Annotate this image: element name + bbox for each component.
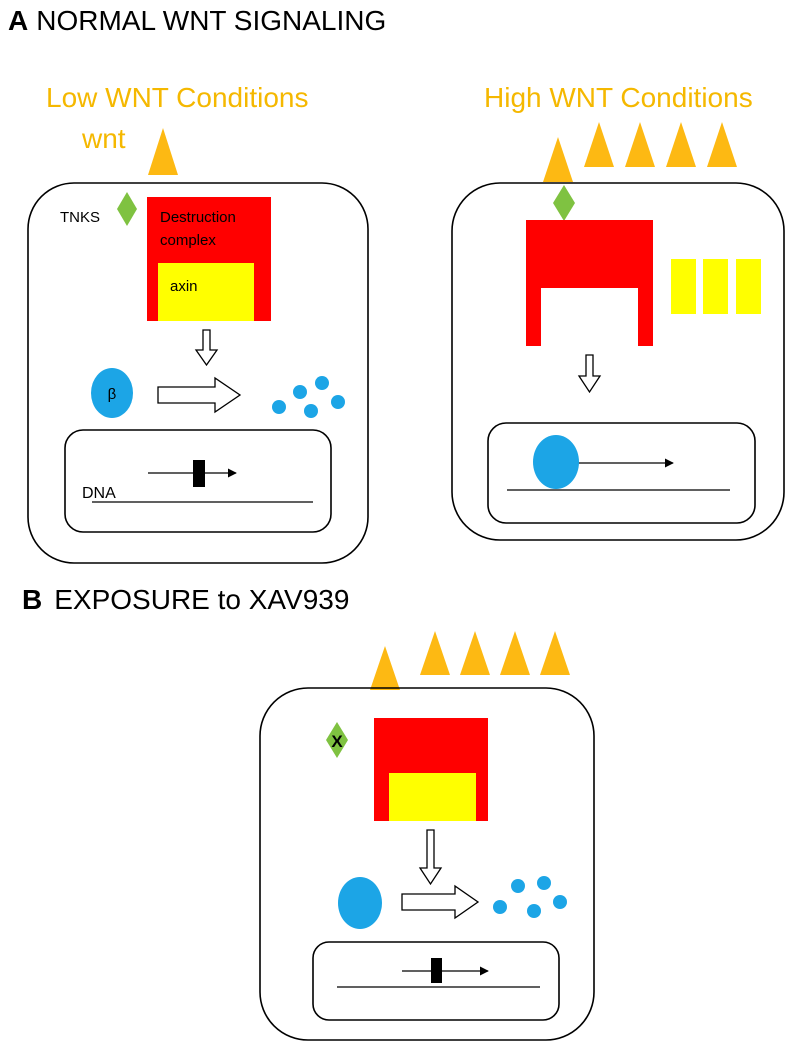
wnt-label: wnt: [81, 123, 126, 154]
high-wnt-nucleus: [487, 422, 756, 524]
dna-label: DNA: [82, 485, 116, 502]
high-wnt-cell: [451, 182, 785, 541]
low-wnt-cell: [27, 182, 369, 564]
axin-box: [158, 263, 254, 321]
repressed-gene-block-xav: [431, 958, 442, 983]
degradation-arrow: [157, 376, 242, 414]
xav939-inhibitor-mark: X: [331, 732, 343, 751]
axin-label: axin: [170, 278, 198, 295]
stabilized-axin: [389, 773, 476, 821]
high-wnt-title: High WNT Conditions: [484, 82, 753, 113]
xav939-nucleus: [312, 941, 560, 1021]
wnt-ligands-high: [543, 122, 737, 182]
panel-a-letter: A: [8, 5, 28, 36]
low-wnt-title: Low WNT Conditions: [46, 82, 308, 113]
panel-a-heading: A NORMAL WNT SIGNALING: [8, 5, 386, 36]
down-arrow-xav: [418, 829, 443, 886]
beta-catenin-xav: [338, 877, 382, 929]
panel-b-letter: B: [22, 584, 42, 615]
down-arrow: [194, 329, 219, 367]
repressed-gene-block: [193, 460, 205, 487]
xav939-cell: [259, 687, 595, 1041]
inhibited-tnks-diamond: [326, 722, 348, 758]
nuclear-beta-catenin: [533, 435, 579, 489]
panel-b-heading: B EXPOSURE to XAV939: [22, 584, 349, 615]
beta-label: β: [108, 386, 117, 403]
low-wnt-nucleus: [64, 429, 332, 533]
degraded-beta-catenin: [272, 376, 345, 418]
down-arrow-high: [577, 354, 602, 394]
tnks-label: TNKS: [60, 209, 100, 226]
panel-a-title: NORMAL WNT SIGNALING: [36, 5, 386, 36]
tnks-diamond-high: [553, 185, 575, 221]
released-axin: [671, 259, 761, 314]
panel-b-title: EXPOSURE to XAV939: [54, 584, 349, 615]
wnt-ligands-xav: [370, 631, 570, 690]
degradation-arrow-xav: [401, 884, 480, 920]
wnt-ligand: [148, 128, 178, 175]
degraded-beta-catenin-xav: [493, 876, 567, 918]
disassembled-destruction-complex: [526, 220, 653, 346]
beta-catenin: [91, 368, 133, 418]
tnks-diamond: [117, 192, 137, 226]
